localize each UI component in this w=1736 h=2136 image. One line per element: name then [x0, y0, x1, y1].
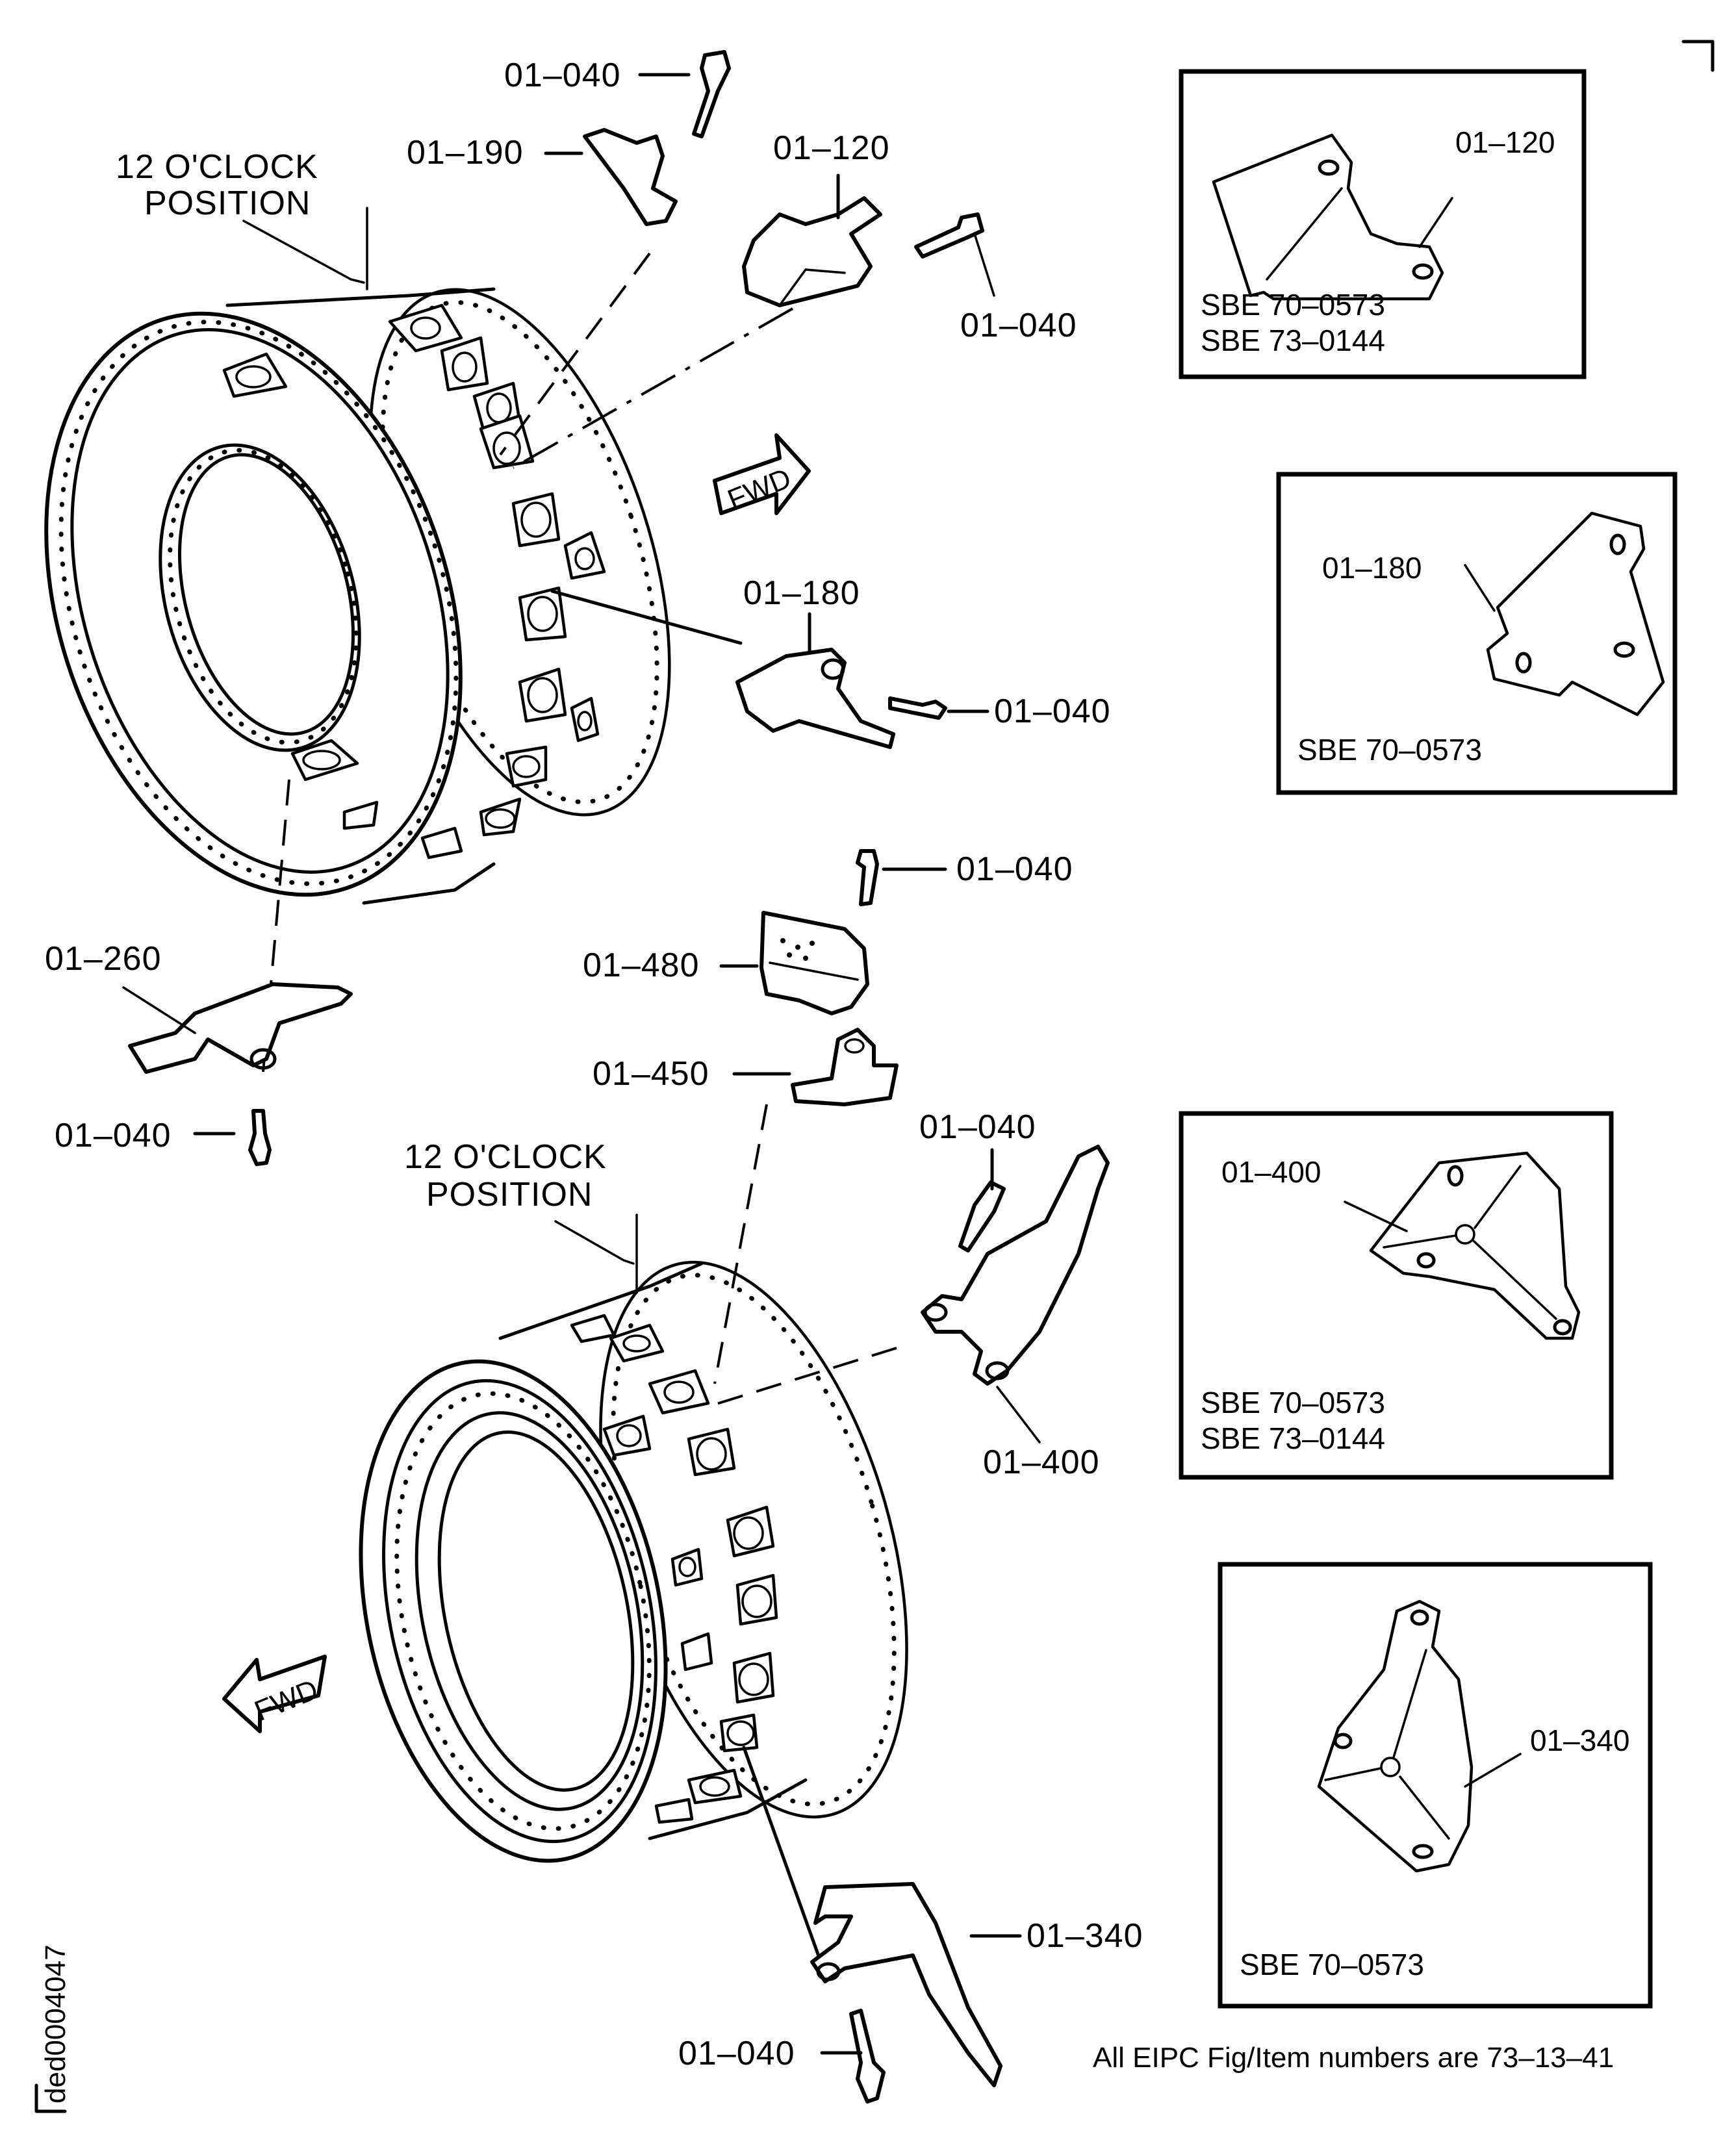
callout-01-040-bracket-340: 01–040: [678, 2035, 795, 2072]
bracket-01-120: [742, 196, 984, 307]
centerline: [550, 589, 743, 645]
callout-01-040-top: 01–040: [504, 57, 621, 94]
detail-box-01-340: 01–340 SBE 70–0573: [1218, 1562, 1653, 2009]
detail-box-01-120: 01–120 SBE 70–0573 SBE 73–0144: [1179, 69, 1587, 379]
callout-01-340: 01–340: [1027, 1917, 1143, 1955]
detail-sbe-line: SBE 73–0144: [1201, 324, 1385, 357]
detail-sbe-line: SBE 70–0573: [1201, 1386, 1385, 1419]
corner-mark: [1681, 40, 1715, 72]
detail-sbe-line: SBE 70–0573: [1201, 288, 1385, 322]
detail-part-label: 01–400: [1221, 1155, 1321, 1189]
callout-01-260: 01–260: [45, 940, 162, 978]
callout-01-040-bracket-120: 01–040: [960, 307, 1077, 344]
centerline: [713, 1104, 768, 1384]
lower-combustor-drum: [359, 1260, 908, 1863]
detail-part-label: 01–120: [1455, 125, 1555, 159]
callout-01-040-bracket-180: 01–040: [994, 693, 1111, 730]
detail-box-01-180: 01–180 SBE 70–0573: [1276, 472, 1678, 795]
detail-sbe-line: SBE 70–0573: [1240, 1948, 1424, 1981]
clock-position-label-upper-1: 12 O'CLOCK: [116, 148, 318, 186]
detail-part-label: 01–180: [1322, 551, 1422, 585]
detail-sbe-line: SBE 70–0573: [1297, 733, 1482, 767]
clock-position-label-lower-2: POSITION: [426, 1176, 593, 1214]
callout-01-040-bracket-260: 01–040: [55, 1117, 172, 1154]
figure-id-code: ded0004047: [40, 1944, 71, 2104]
bracket-01-190: [583, 50, 731, 226]
callout-01-480: 01–480: [583, 947, 700, 984]
callout-01-040-bracket-400: 01–040: [919, 1108, 1036, 1146]
clock-position-label-upper-2: POSITION: [144, 184, 311, 222]
centerline: [499, 252, 651, 456]
clock-position-label-lower-1: 12 O'CLOCK: [404, 1138, 607, 1176]
callout-01-040-bracket-480: 01–040: [956, 850, 1073, 888]
footer-note: All EIPC Fig/Item numbers are 73–13–41: [1093, 2042, 1614, 2074]
fwd-arrow-lower: FWD: [222, 1655, 327, 1733]
leader-line: [122, 986, 196, 1034]
centerline: [708, 1347, 897, 1408]
mounting-pads: [570, 1314, 778, 1824]
leader-line: [973, 233, 995, 297]
callout-01-180: 01–180: [743, 574, 860, 612]
leader-line: [554, 1220, 635, 1265]
bracket-01-480: [760, 849, 879, 1015]
bracket-01-180: [735, 648, 947, 749]
callout-01-120: 01–120: [773, 129, 890, 167]
callout-01-190: 01–190: [407, 134, 524, 172]
figure-id: ded0004047: [34, 1944, 71, 2113]
callout-01-450: 01–450: [593, 1055, 709, 1093]
bracket-01-340: [810, 1882, 1002, 2104]
detail-box-01-400: 01–400 SBE 70–0573 SBE 73–0144: [1179, 1111, 1614, 1480]
callouts: 01–040 01–190 12 O'CLOCK POSITION 01–120…: [45, 57, 1143, 2072]
fwd-arrow-upper: FWD: [713, 433, 811, 516]
upper-combustor-drum: [44, 287, 671, 905]
leader-line: [242, 220, 365, 284]
detail-part-label: 01–340: [1530, 1723, 1630, 1757]
bracket-01-260: [128, 982, 353, 1166]
centerline: [742, 1746, 824, 1967]
detail-sbe-line: SBE 73–0144: [1201, 1421, 1385, 1455]
callout-01-400: 01–400: [983, 1443, 1100, 1481]
leader-line: [996, 1386, 1041, 1443]
bracket-01-450: [791, 1028, 899, 1106]
bracket-01-400: [921, 1145, 1110, 1386]
centerline: [513, 307, 793, 469]
